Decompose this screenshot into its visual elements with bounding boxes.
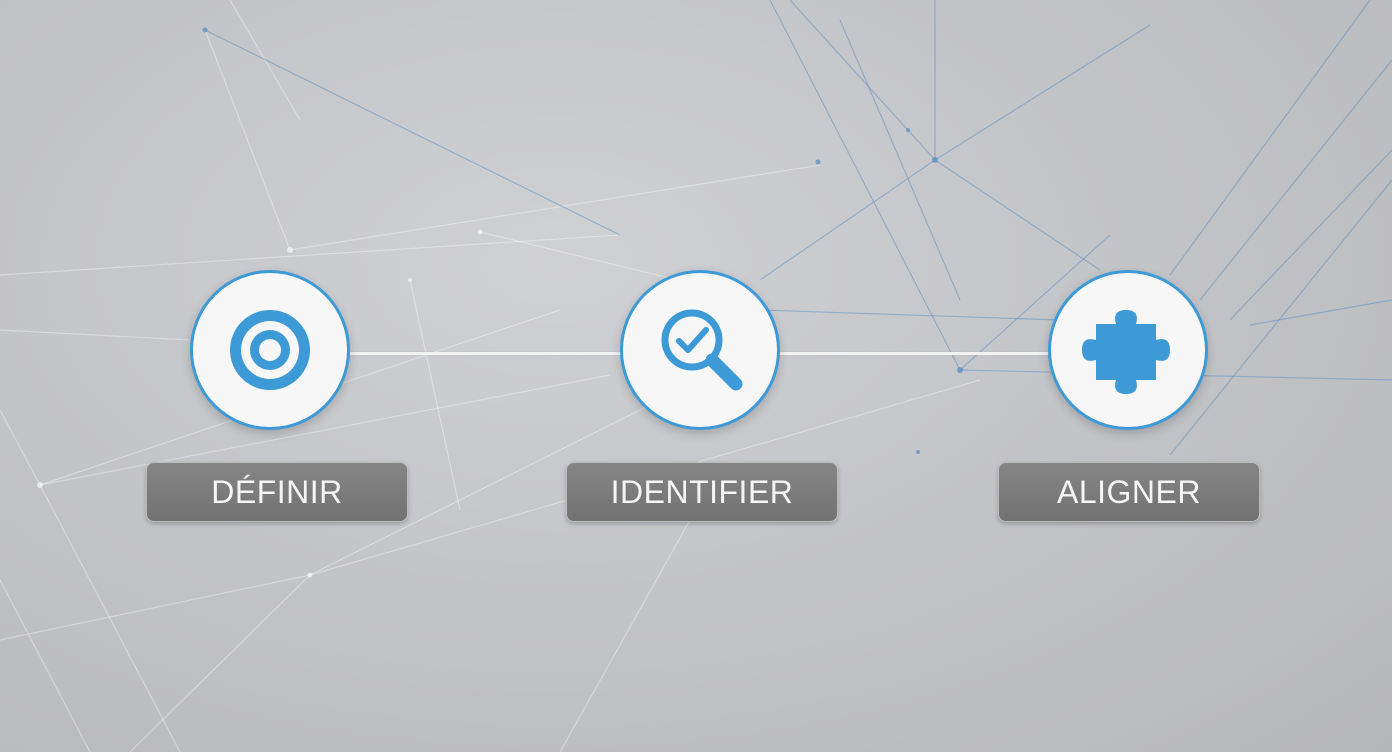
- target-icon: [230, 310, 310, 390]
- step-3-circle: [1048, 270, 1208, 430]
- connector-line-1: [350, 352, 622, 355]
- step-1-label: DÉFINIR: [146, 462, 408, 522]
- step-2-label: IDENTIFIER: [566, 462, 838, 522]
- connector-line-2: [780, 352, 1052, 355]
- magnifier-check-icon: [661, 309, 743, 391]
- step-1-circle: [190, 270, 350, 430]
- step-2-circle: [620, 270, 780, 430]
- step-3-label: ALIGNER: [998, 462, 1260, 522]
- puzzle-piece-icon: [1082, 310, 1170, 394]
